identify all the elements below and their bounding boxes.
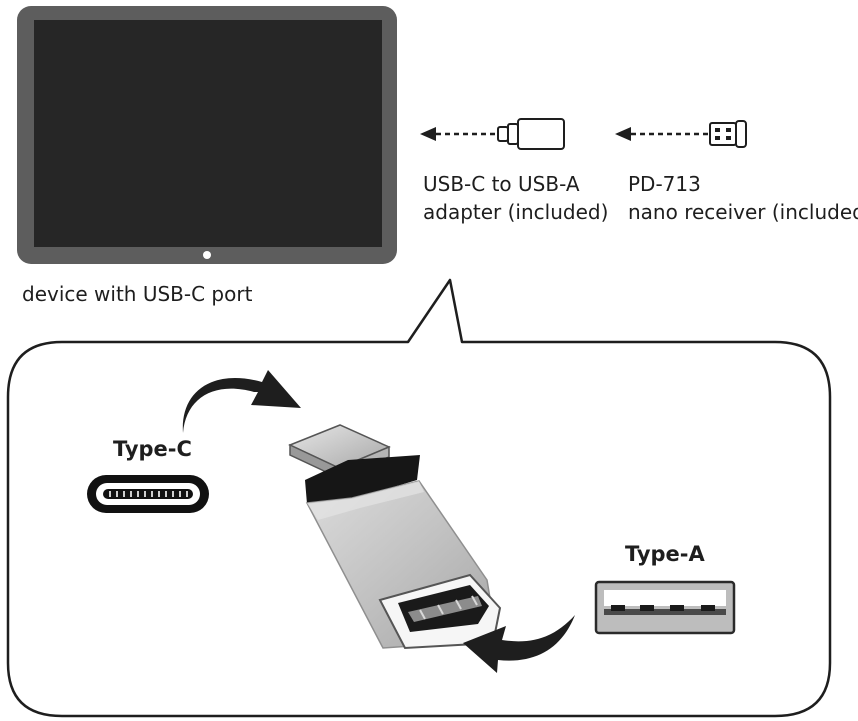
arrow-left-icon [615,127,708,141]
type-c-port-icon [87,475,209,513]
type-a-port-icon [594,580,736,635]
type-c-label: Type-C [113,437,192,461]
receiver-label-line1: PD-713 [628,172,701,196]
curved-arrow-icon [463,615,575,673]
adapter-label-line1: USB-C to USB-A [423,172,580,196]
usb-c-to-usb-a-adapter [288,424,502,650]
curved-arrow-icon [182,370,301,433]
arrow-left-icon [420,127,497,141]
type-a-label: Type-A [625,542,705,566]
home-button-icon [203,251,211,259]
device-label: device with USB-C port [22,282,253,306]
usb-c-adapter-icon [497,118,565,150]
tablet-icon [17,6,397,264]
adapter-label-line2: adapter (included) [423,200,609,224]
nano-receiver-icon [709,120,747,148]
receiver-label-line2: nano receiver (included) [628,200,858,224]
